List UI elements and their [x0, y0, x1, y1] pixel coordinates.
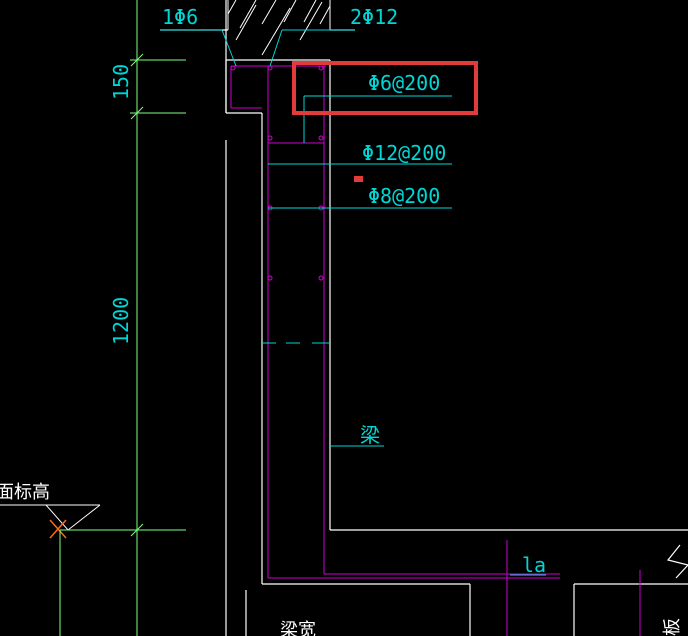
elevation-marker — [0, 504, 186, 636]
dimension-150: 150 — [109, 64, 133, 100]
concrete-outline — [160, 0, 688, 636]
callout-phi8-200: Φ8@200 — [368, 184, 440, 208]
callout-phi6-200: Φ6@200 — [368, 71, 440, 95]
label-1phi6: 1Φ6 — [162, 5, 198, 29]
rebar-dots — [230, 65, 324, 281]
callout-phi12-200: Φ12@200 — [362, 141, 446, 165]
anchor-label: la — [522, 553, 546, 577]
leader-lines — [160, 29, 546, 576]
red-marker — [354, 176, 363, 182]
hatch-block — [227, 0, 331, 56]
highlight-box — [292, 61, 478, 115]
elevation-label: 面标高 — [0, 482, 50, 503]
beam-label: 梁 — [360, 423, 380, 447]
dimension-1200: 1200 — [109, 297, 133, 345]
bottom-right-label: 板 — [662, 618, 683, 636]
rebar-lines — [230, 65, 641, 636]
bottom-left-label: 梁宽 — [280, 620, 316, 636]
label-2phi12: 2Φ12 — [350, 5, 398, 29]
dimension-lines — [130, 0, 186, 636]
